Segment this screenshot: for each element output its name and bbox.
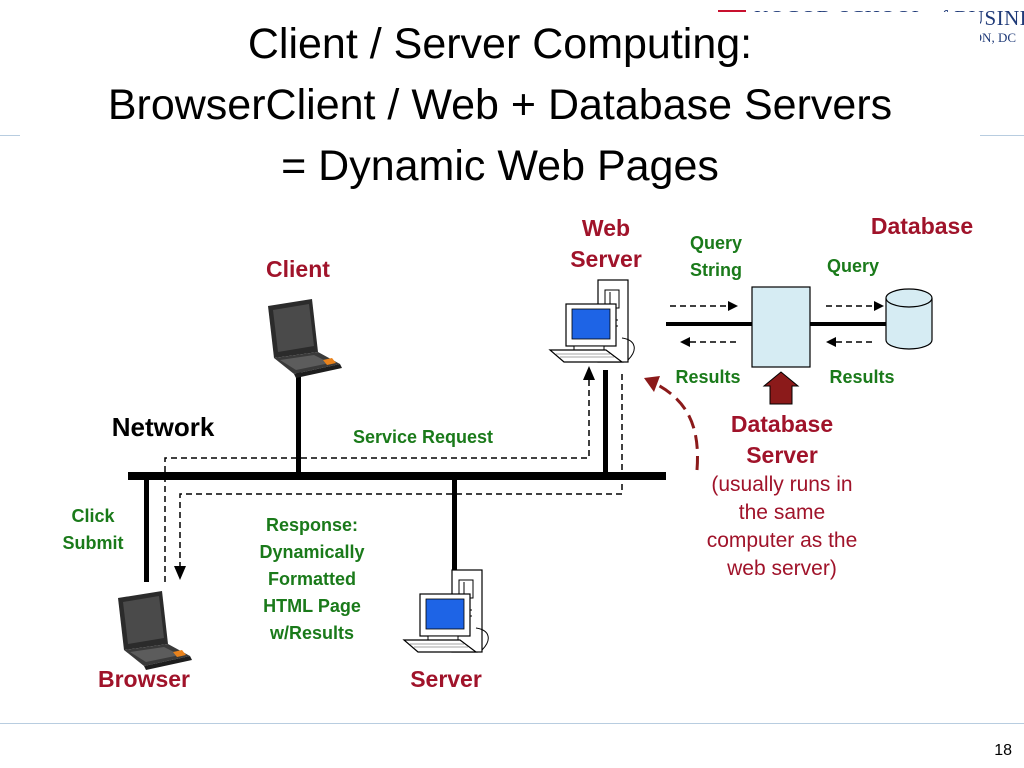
service-request-label: Service Request xyxy=(352,427,494,447)
database-server-desc-line: web server) xyxy=(727,557,837,580)
web-server-link xyxy=(603,370,608,474)
query-string-line: String xyxy=(690,260,742,280)
title-line: Client / Server Computing: xyxy=(247,20,753,68)
click-submit-label: Click Submit xyxy=(48,503,138,557)
client-label: Client xyxy=(266,256,330,282)
arrowhead xyxy=(874,301,884,311)
response-path xyxy=(179,374,623,570)
database-server-desc-line: (usually runs in xyxy=(711,473,853,496)
server-link xyxy=(452,478,457,596)
web-server-computer-icon xyxy=(549,279,635,363)
click-submit-line: Submit xyxy=(62,533,124,553)
arrowhead xyxy=(680,337,690,347)
service-request-arrowhead xyxy=(583,366,595,380)
server-label: Server xyxy=(410,666,482,692)
arrowhead xyxy=(826,337,836,347)
browser-link xyxy=(144,478,149,582)
client-link xyxy=(296,368,301,474)
database-server-title-line: Database xyxy=(730,411,834,437)
service-request-path xyxy=(164,374,590,582)
response-line: Dynamically xyxy=(259,542,365,562)
db-server-pointer-arrow xyxy=(655,382,699,471)
browser-laptop-icon xyxy=(118,591,192,670)
title-line: BrowserClient / Web + Database Servers xyxy=(107,81,893,129)
database-server-desc-line: computer as the xyxy=(706,529,858,552)
click-submit-line: Click xyxy=(71,506,115,526)
database-server-text: Database Server (usually runs in the sam… xyxy=(676,409,888,583)
network-label: Network xyxy=(111,412,215,442)
client-laptop-icon xyxy=(268,299,342,378)
query-string-label: Query String xyxy=(664,230,768,284)
database-cylinder-icon xyxy=(885,288,933,350)
browser-label: Browser xyxy=(97,666,191,692)
response-arrowhead xyxy=(174,566,186,580)
page-number: 18 xyxy=(994,742,1012,759)
title-backdrop xyxy=(20,12,980,200)
query-label: Query xyxy=(826,256,880,276)
response-line: HTML Page xyxy=(263,596,361,616)
title-line: = Dynamic Web Pages xyxy=(281,142,719,190)
response-line: Response: xyxy=(265,515,359,535)
database-label: Database xyxy=(870,213,974,239)
db-server-box xyxy=(751,286,811,368)
database-server-desc-line: the same xyxy=(738,501,826,524)
web-server-label-line: Web xyxy=(581,215,631,241)
response-label: Response: Dynamically Formatted HTML Pag… xyxy=(232,512,392,647)
web-server-label-line: Server xyxy=(570,246,642,272)
response-line: Formatted xyxy=(267,569,356,589)
network-bus xyxy=(128,472,666,480)
database-server-title-line: Server xyxy=(746,442,818,468)
arrowhead xyxy=(644,376,660,392)
web-server-label: Web Server xyxy=(548,213,664,275)
db-server-up-arrow xyxy=(762,371,800,405)
response-line: w/Results xyxy=(269,623,355,643)
query-string-line: Query xyxy=(689,233,743,253)
footer-rule xyxy=(0,723,1024,724)
server-computer-icon xyxy=(403,569,489,653)
results-left-label: Results xyxy=(675,367,741,387)
slide-title: Client / Server Computing: BrowserClient… xyxy=(20,14,980,197)
results-right-label: Results xyxy=(829,367,895,387)
arrowhead xyxy=(728,301,738,311)
